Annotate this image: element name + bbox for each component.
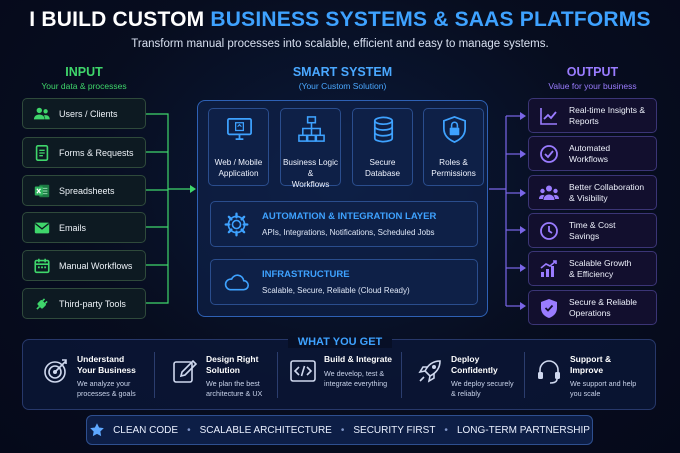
value-security-first: SECURITY FIRST <box>353 424 436 436</box>
output-heading: OUTPUT <box>566 65 619 79</box>
team-icon <box>538 182 560 204</box>
value-clean-code: CLEAN CODE <box>113 424 179 436</box>
value-separator: • <box>340 424 345 436</box>
users-icon <box>33 105 51 123</box>
automation-layer: AUTOMATION & INTEGRATION LAYER APIs, Int… <box>210 201 478 247</box>
target-icon <box>44 359 67 383</box>
output-item-insights: Real-time Insights &Reports <box>528 98 657 133</box>
rocket-icon <box>418 360 441 383</box>
spreadsheet-icon <box>33 182 51 200</box>
values-bar: CLEAN CODE • SCALABLE ARCHITECTURE • SEC… <box>86 415 593 445</box>
value-separator: • <box>187 424 191 436</box>
what-you-get-panel <box>22 339 656 410</box>
input-item-workflows: Manual Workflows <box>22 250 146 281</box>
calendar-icon <box>33 257 51 275</box>
form-icon <box>33 144 51 162</box>
check-circle-icon <box>538 143 560 165</box>
step-build: Build & Integrate We develop, test &inte… <box>289 352 413 404</box>
input-item-spreadsheets: Spreadsheets <box>22 175 146 206</box>
page-title: I BUILD CUSTOM BUSINESS SYSTEMS & SAAS P… <box>29 8 651 31</box>
clock-icon <box>538 220 560 242</box>
what-you-get-heading: WHAT YOU GET <box>0 332 680 350</box>
input-item-forms: Forms & Requests <box>22 137 146 168</box>
headset-icon <box>538 360 560 384</box>
plug-icon <box>33 295 51 313</box>
input-subheading: Your data & processes <box>41 81 127 91</box>
code-icon <box>290 360 316 382</box>
email-icon <box>33 219 51 237</box>
smart-system-subheading: (Your Custom Solution) <box>298 81 387 91</box>
value-long-term-partnership: LONG-TERM PARTNERSHIP <box>456 424 590 436</box>
star-icon <box>90 423 104 437</box>
input-item-third-party: Third-party Tools <box>22 288 146 319</box>
step-divider <box>401 352 402 398</box>
input-item-users: Users / Clients <box>22 98 146 129</box>
pencil-icon <box>173 359 198 383</box>
smart-system-heading: SMART SYSTEM <box>292 65 393 79</box>
gear-icon <box>224 212 249 237</box>
lock-shield-icon <box>442 116 467 144</box>
database-icon <box>373 116 394 143</box>
value-scalable-architecture: SCALABLE ARCHITECTURE <box>199 424 332 436</box>
monitor-icon <box>227 117 252 141</box>
step-divider <box>524 352 525 398</box>
step-divider <box>277 352 278 398</box>
infrastructure-layer: INFRASTRUCTURE Scalable, Secure, Reliabl… <box>210 259 478 305</box>
page-subtitle: Transform manual processes into scalable… <box>131 38 549 50</box>
tile-business-logic: Business Logic &Workflows <box>280 108 341 189</box>
flowchart-icon <box>298 116 325 142</box>
output-item-growth: Scalable Growth& Efficiency <box>528 251 657 286</box>
growth-bars-icon <box>538 258 560 280</box>
chart-line-icon <box>538 105 560 127</box>
tile-roles-permissions: Roles &Permissions <box>423 108 484 186</box>
input-item-emails: Emails <box>22 212 146 243</box>
input-heading: INPUT <box>65 65 103 79</box>
cloud-icon <box>224 274 249 291</box>
step-divider <box>154 352 155 398</box>
shield-check-icon <box>538 297 560 319</box>
output-item-collaboration: Better Collaboration& Visibility <box>528 175 657 210</box>
output-subheading: Value for your business <box>548 81 637 91</box>
value-separator: • <box>444 424 448 436</box>
